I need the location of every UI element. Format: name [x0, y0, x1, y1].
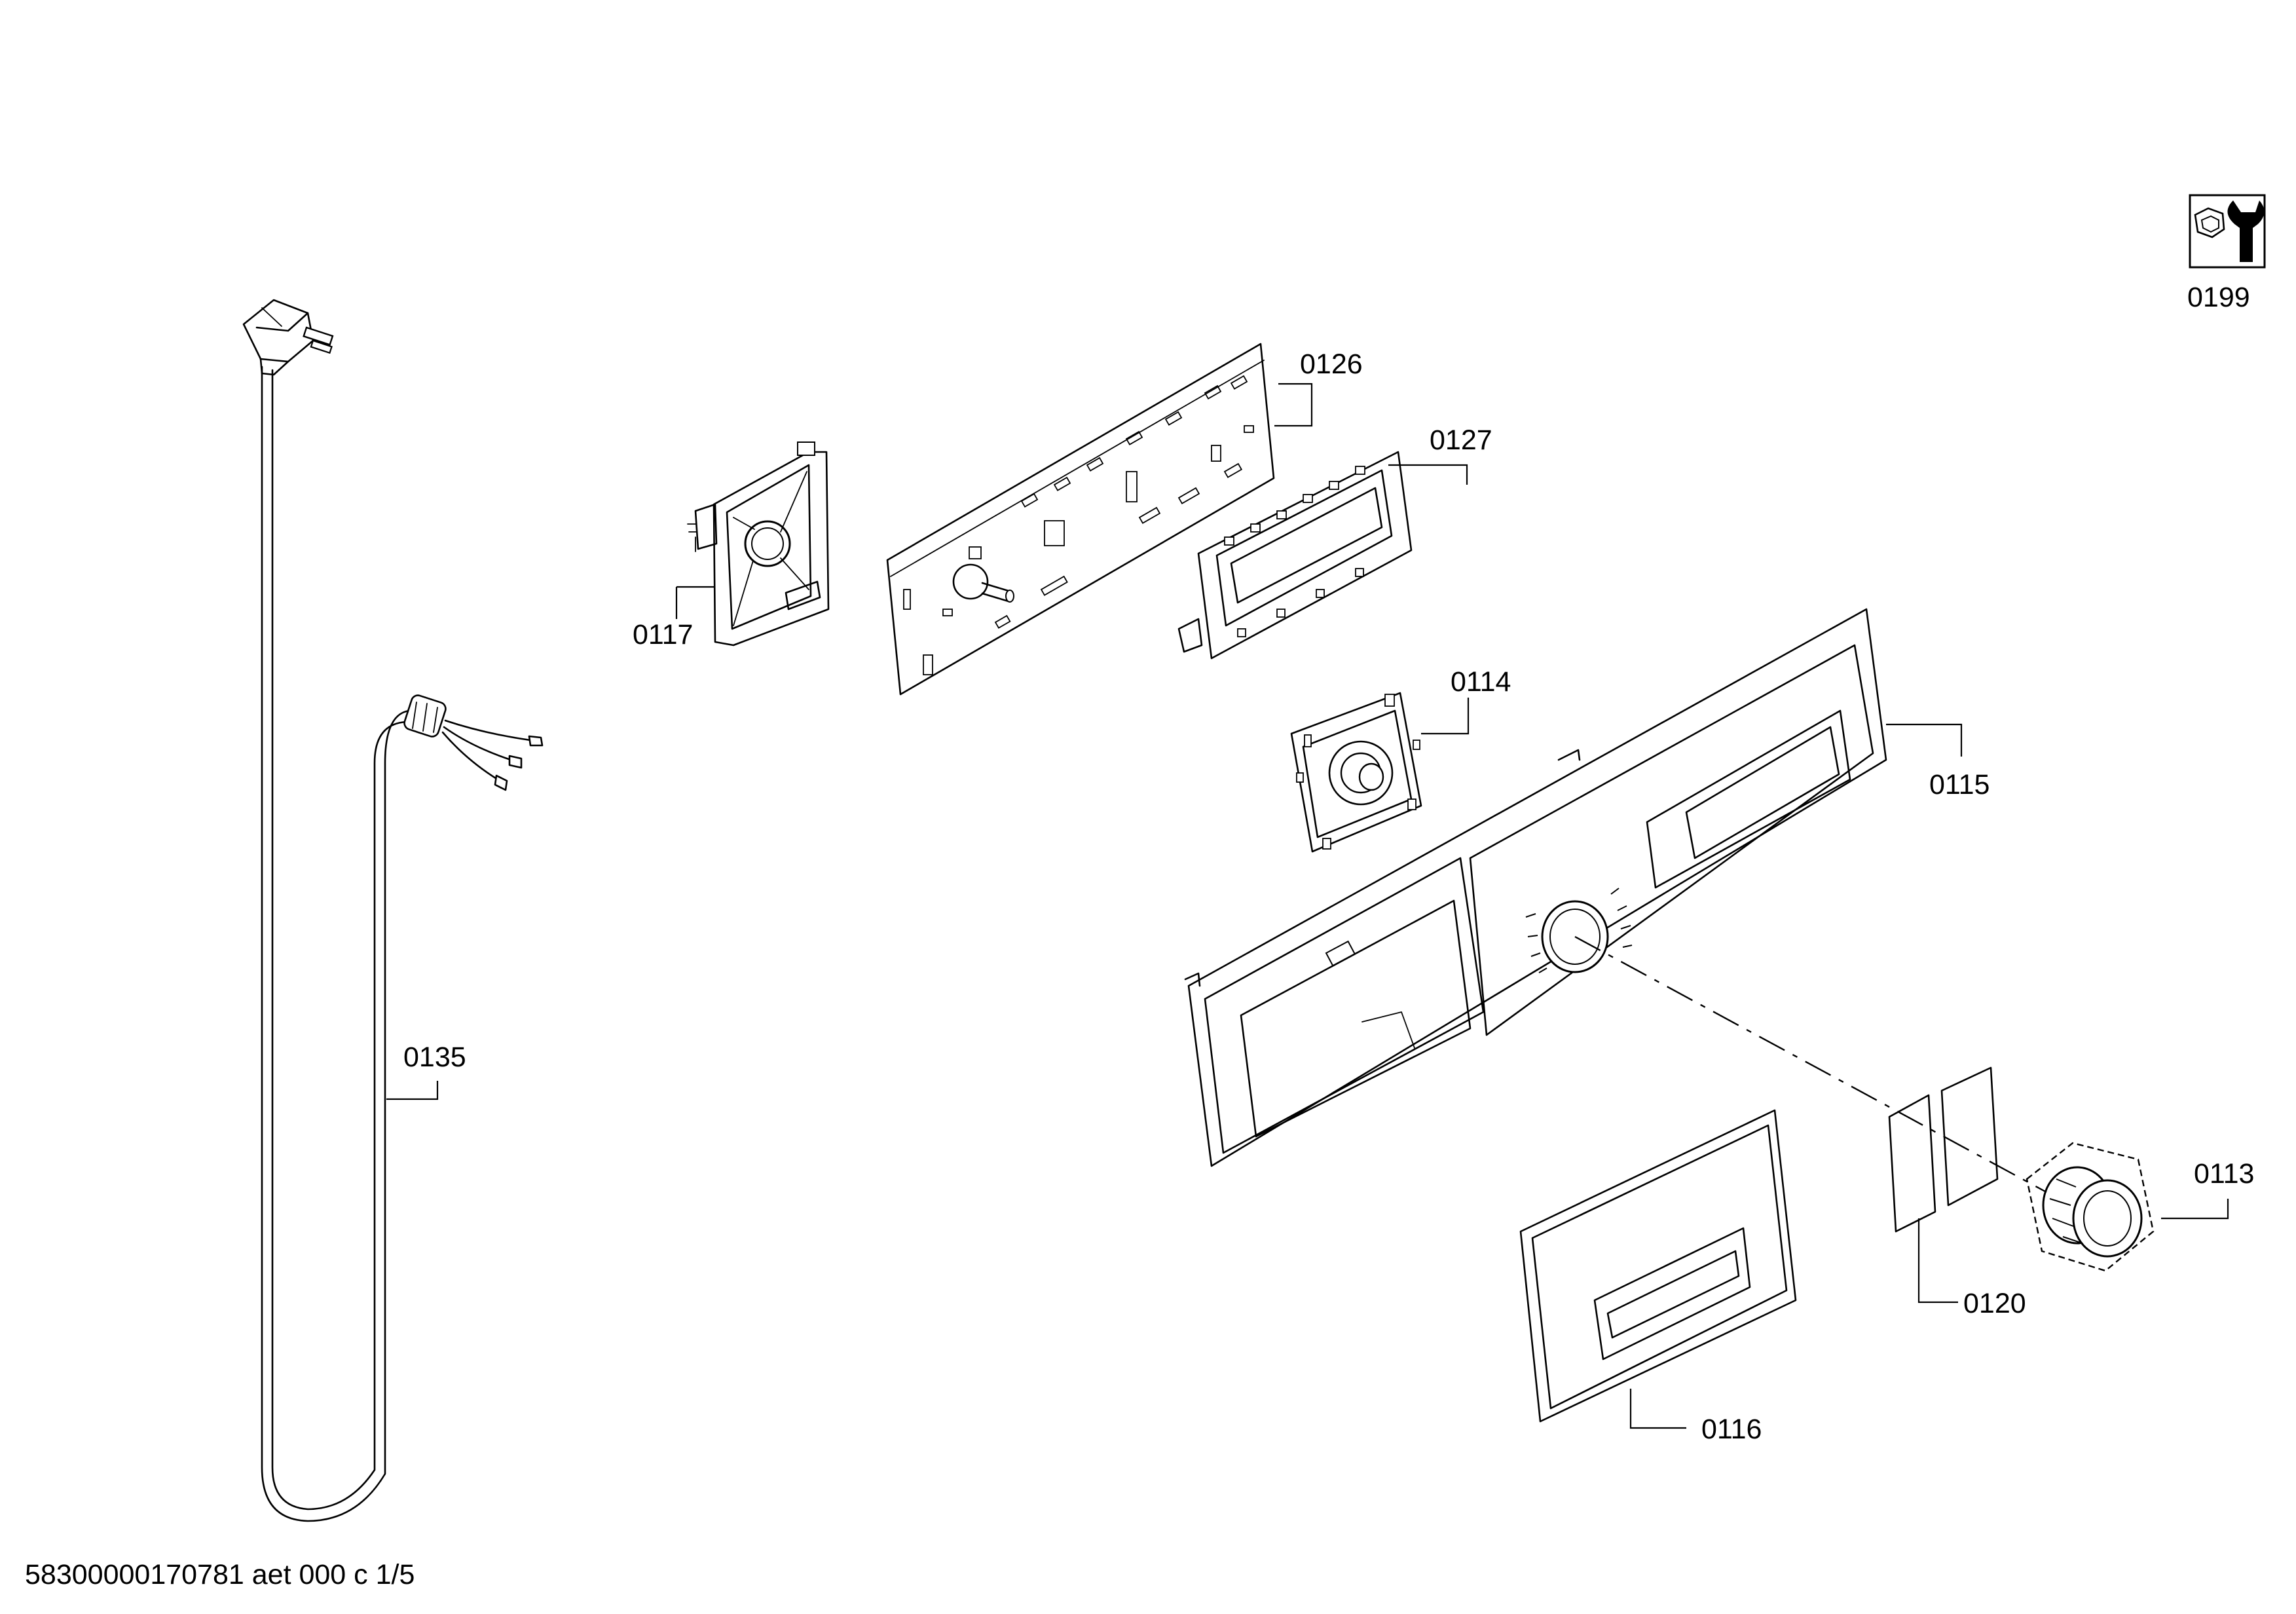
part-label-0115: 0115 — [1929, 769, 1990, 800]
cable-connector — [403, 694, 544, 791]
power-cable — [242, 299, 544, 1522]
part-label-0116: 0116 — [1701, 1414, 1762, 1445]
display-foil-0120 — [1888, 1066, 1999, 1233]
part-label-0114: 0114 — [1451, 666, 1511, 698]
part-label-0120: 0120 — [1963, 1288, 2026, 1319]
nut-and-wrench-icon — [2189, 194, 2266, 269]
circuit-board-0126 — [886, 343, 1275, 696]
dispenser-handle-0116 — [1519, 1109, 1797, 1423]
part-label-0113: 0113 — [2194, 1158, 2254, 1190]
display-frame-0127 — [1177, 451, 1413, 660]
leader-lines — [386, 383, 2229, 1429]
part-label-0117: 0117 — [633, 619, 693, 650]
part-label-0199: 0199 — [2187, 282, 2250, 313]
rotary-encoder-0114 — [1290, 692, 1422, 853]
assembly-axis — [1574, 935, 2047, 1193]
mains-plug — [242, 299, 334, 376]
part-label-0127: 0127 — [1430, 424, 1492, 456]
part-label-0135: 0135 — [403, 1042, 466, 1073]
control-panel-0115 — [1184, 608, 1887, 1167]
part-label-0126: 0126 — [1300, 348, 1363, 380]
drawing-reference-footer: 58300000170781 aet 000 c 1/5 — [25, 1559, 415, 1590]
knob-0113 — [2026, 1142, 2155, 1272]
bracket-0117 — [687, 441, 830, 647]
